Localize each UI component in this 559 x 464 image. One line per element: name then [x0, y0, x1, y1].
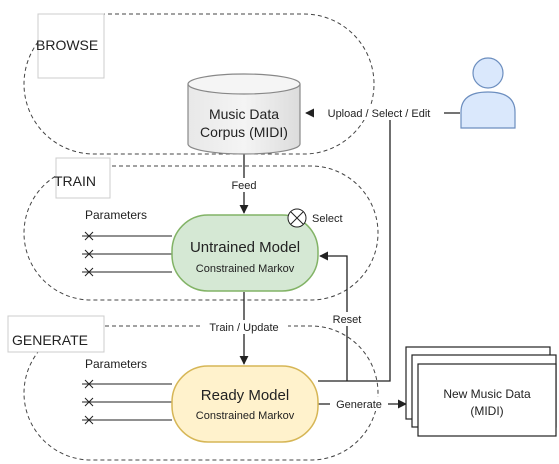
train-update-label: Train / Update	[209, 322, 278, 334]
train-phase-label: TRAIN	[54, 173, 96, 189]
train-label-box	[55, 157, 111, 199]
reset-edge	[319, 251, 348, 381]
select-label: Select	[312, 213, 343, 225]
reset-label: Reset	[333, 314, 362, 326]
browse-phase: BROWSE	[23, 13, 375, 155]
generate-label: Generate	[336, 399, 382, 411]
feed-edge-label: Feed	[228, 178, 260, 192]
generate-edge-label: Generate	[330, 397, 388, 411]
train-param-cross-icons	[84, 231, 94, 277]
browse-phase-label: BROWSE	[36, 37, 98, 53]
corpus-title: Music Data	[209, 106, 279, 122]
generate-parameters: Parameters	[82, 357, 172, 425]
corpus-subtitle: Corpus (MIDI)	[200, 124, 288, 140]
generate-phase-label: GENERATE	[12, 332, 88, 348]
upload-label: Upload / Select / Edit	[328, 108, 431, 120]
select-control[interactable]: Select	[287, 208, 343, 228]
generate-param-cross-icons	[84, 379, 94, 425]
train-update-edge-label: Train / Update	[200, 320, 288, 334]
untrained-model-title: Untrained Model	[190, 239, 300, 256]
ready-model-title: Ready Model	[201, 387, 289, 404]
user-icon[interactable]	[460, 57, 516, 129]
output-node[interactable]: New Music Data (MIDI)	[405, 346, 557, 437]
output-title: New Music Data	[443, 387, 531, 401]
untrained-model-subtitle: Constrained Markov	[196, 263, 295, 275]
generate-label-box	[7, 315, 105, 353]
ready-model-subtitle: Constrained Markov	[196, 410, 295, 422]
upload-edge-label: Upload / Select / Edit	[314, 106, 444, 120]
ready-model-node[interactable]: Ready Model Constrained Markov	[171, 365, 319, 443]
untrained-model-node[interactable]: Untrained Model Constrained Markov	[171, 214, 319, 292]
generate-phase: GENERATE	[7, 315, 379, 461]
output-subtitle: (MIDI)	[470, 404, 503, 418]
train-parameters-label: Parameters	[85, 208, 147, 222]
train-phase: TRAIN	[23, 157, 379, 301]
corpus-node[interactable]: Music Data Corpus (MIDI)	[187, 73, 301, 155]
browse-label-box	[37, 13, 105, 79]
user-to-ready-edge	[318, 113, 391, 382]
reset-edge-label: Reset	[329, 312, 365, 326]
database-icon	[187, 73, 301, 95]
generate-parameters-label: Parameters	[85, 357, 147, 371]
feed-label: Feed	[231, 180, 256, 192]
train-parameters: Parameters	[82, 208, 172, 277]
select-cross-icon	[290, 211, 304, 225]
